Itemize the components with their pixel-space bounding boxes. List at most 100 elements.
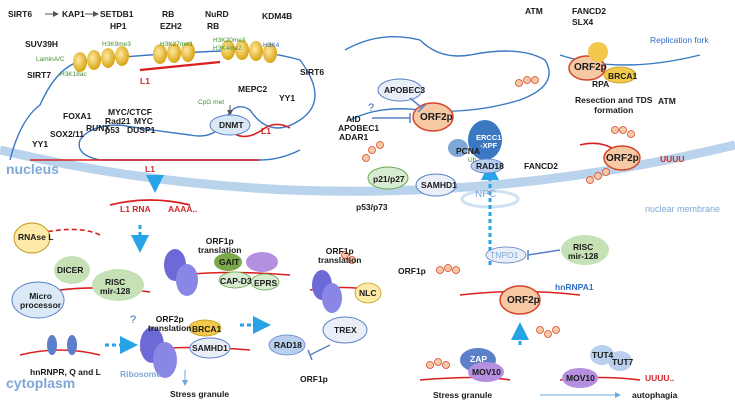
label-runx: RUNX	[86, 123, 111, 133]
label-p53: p53	[105, 125, 120, 135]
inhibit-apobec3	[409, 97, 427, 113]
label-samhd1-cyto: SAMHD1	[192, 343, 228, 353]
nlc-shape	[354, 282, 382, 304]
label-h3k4me2: H3K4me2	[213, 45, 242, 52]
risc-shape	[92, 269, 144, 301]
region-nucleus: nucleus	[6, 161, 59, 177]
label-yy1b: YY1	[279, 93, 296, 103]
label-h3k20me3: H3K20me3	[213, 37, 246, 44]
label-autophagia: autophagia	[632, 390, 678, 400]
p21-shape	[367, 166, 409, 190]
label-orf1p: ORF1p	[300, 374, 328, 384]
ribosome-2	[153, 342, 177, 378]
label-risc: RISC mir-128	[100, 277, 131, 296]
label-atm-bottom: ATM	[658, 96, 676, 106]
mov10b-shape	[562, 368, 598, 388]
label-ribosome: Ribosome	[120, 369, 162, 379]
label-apobec1: APOBEC1	[338, 123, 380, 133]
rad18-cyto-shape	[268, 334, 306, 356]
label-sirt7: SIRT7	[27, 70, 52, 80]
label-kdm4b: KDM4B	[262, 11, 293, 21]
label-gait: GAIT	[219, 257, 240, 267]
label-uuuu-cyto: UUUU..	[645, 373, 675, 383]
label-l1-gene: L1	[145, 164, 155, 174]
label-rad21: Rad21	[105, 116, 131, 126]
label-npc: NPC	[475, 189, 497, 200]
label-sox2: SOX2/11	[50, 129, 85, 139]
label-fancd2-top: FANCD2	[572, 6, 607, 16]
purple-shape	[246, 252, 278, 272]
label-h3k27me3: H3K27me3	[160, 41, 193, 48]
label-rpa: RPA	[592, 79, 610, 89]
label-tnpo1: TNPO1	[490, 250, 519, 260]
rad18-shape	[470, 158, 504, 174]
label-h3k4: H3K4	[263, 42, 280, 49]
label-atm-top: ATM	[525, 6, 543, 16]
label-ercc1: ERCC1 -XPF	[476, 133, 502, 150]
label-stress2: Stress granule	[433, 390, 493, 400]
ercc1-shape	[468, 120, 502, 160]
micro-shape	[11, 281, 65, 319]
rnasel-shape	[13, 222, 51, 254]
label-zap: ZAP	[470, 354, 487, 364]
label-hnrnp: hnRNPR, Q and L	[30, 367, 101, 377]
label-uuuu-nucleus: UUUU	[660, 154, 685, 164]
label-rb2: RB	[207, 21, 220, 31]
rpa-shape	[588, 42, 608, 62]
orf2p-shape	[412, 102, 454, 132]
label-orf2p-tr: ORF2p translation	[148, 314, 192, 333]
inhibit-aid	[372, 113, 411, 123]
inhibit-tnpo1	[527, 249, 561, 260]
label-tut7: TUT7	[612, 357, 634, 367]
label-fancd2-nucleus: FANCD2	[524, 161, 559, 171]
label-tut4: TUT4	[592, 350, 614, 360]
risc2-shape	[561, 235, 609, 265]
label-nlc: NLC	[359, 288, 377, 298]
fork-strand	[559, 54, 701, 66]
label-ezh2: EZH2	[160, 21, 182, 31]
label-cpg: CpG met	[198, 99, 225, 106]
label-stress: Stress granule	[170, 389, 230, 399]
label-kap1: KAP1	[62, 9, 85, 19]
label-setdb1: SETDB1	[100, 9, 134, 19]
label-h3k9me3: H3K9me3	[102, 41, 131, 48]
label-mov10: MOV10	[472, 367, 501, 377]
label-aid: AID	[346, 114, 361, 124]
label-hp1: HP1	[110, 21, 127, 31]
label-mepc2: MEPC2	[238, 84, 268, 94]
tut7-shape	[608, 351, 632, 371]
apobec3-shape	[377, 78, 423, 102]
label-l1rna: L1 RNA	[120, 204, 151, 214]
label-rb: RB	[162, 9, 175, 19]
orf1p-beads	[341, 76, 635, 369]
label-yy1: YY1	[32, 139, 49, 149]
label-laminac: LaminA/C	[36, 56, 65, 63]
label-aaaa: AAAA..	[168, 204, 198, 214]
label-orf2p-top: ORF2p	[574, 62, 607, 73]
label-dicer: DICER	[57, 265, 84, 275]
label-l1-loop: L1	[261, 126, 271, 136]
label-rnasel: RNAse L	[18, 232, 54, 242]
ribosome-nlc-2	[322, 283, 342, 313]
label-hnrnpa1: hnRNPA1	[555, 282, 594, 292]
label-fork: Replication fork	[650, 35, 709, 45]
label-resection: Resection and TDS formation	[575, 95, 653, 115]
label-ub: Ub	[468, 157, 477, 164]
label-rad18-nucleus: RAD18	[476, 161, 504, 171]
label-p21: p21/p27	[373, 174, 405, 184]
orf2p-far-shape	[603, 145, 641, 171]
pcna-shape	[448, 139, 468, 157]
rnasel-rna	[39, 228, 101, 236]
label-q-nucleus: ?	[368, 102, 375, 114]
eprs-shape	[250, 273, 280, 291]
label-myc-ctcf: MYC/CTCF	[108, 107, 152, 117]
label-trex: TREX	[334, 325, 357, 335]
label-sirt6b: SIRT6	[300, 67, 325, 77]
label-orf2p-cyto: ORF2p	[507, 295, 540, 306]
dnmt-shape	[209, 114, 251, 136]
hnrnp-rna	[19, 349, 101, 356]
label-h3k18ac: H3K18ac	[60, 71, 87, 78]
label-q-cyto: ?	[130, 314, 137, 326]
label-apobec3: APOBEC3	[384, 85, 426, 95]
brca1-top-shape	[603, 66, 637, 84]
